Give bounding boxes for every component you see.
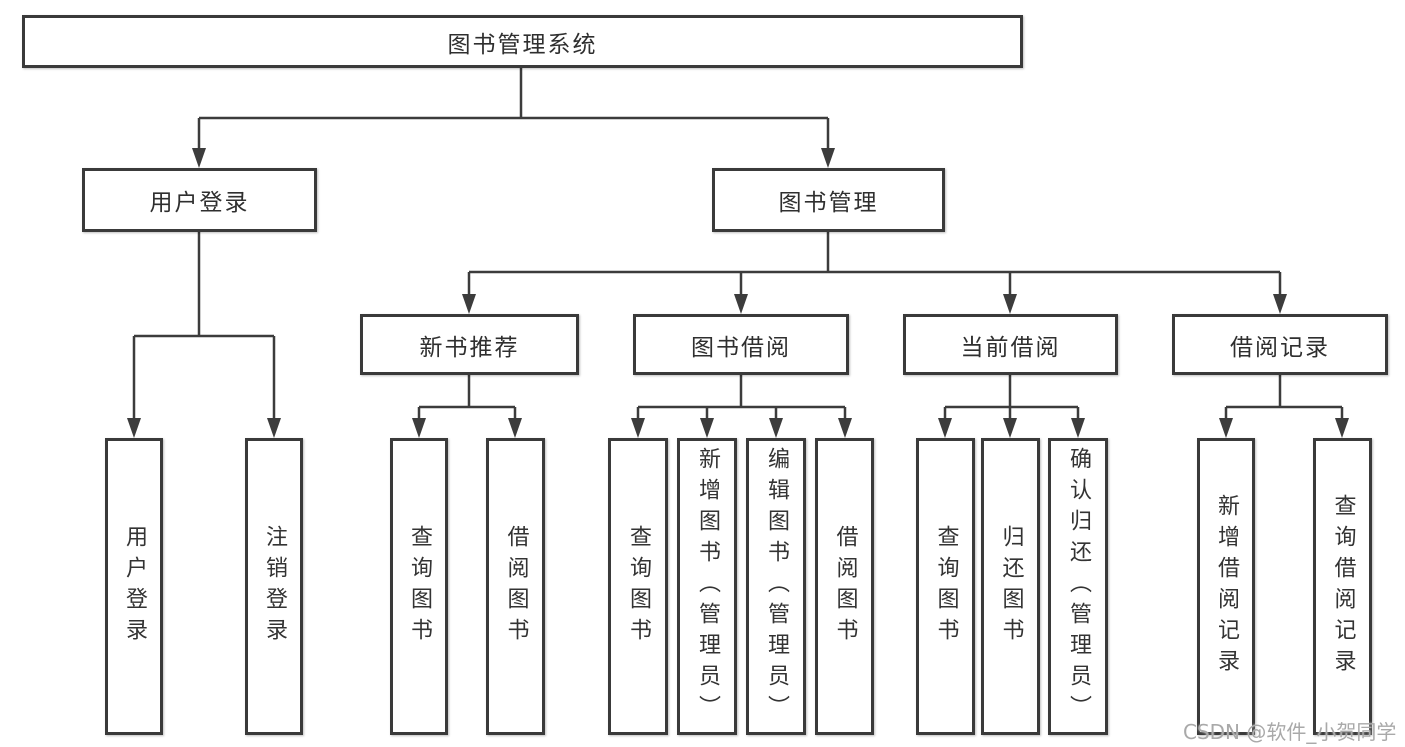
node-current-borrowing: 当前借阅 [903,314,1118,375]
leaf-return-books-label: 归还图书 [998,524,1024,649]
leaf-edit-books-admin-label: 编辑图书（管理员） [764,447,789,726]
node-borrowing-records: 借阅记录 [1172,314,1388,375]
node-book-management-label: 图书管理 [778,190,879,216]
leaf-add-books-admin: 新增图书（管理员） [677,438,737,735]
leaf-borrowing-query-books-label: 查询图书 [626,524,651,649]
node-book-borrowing-label: 图书借阅 [691,334,791,361]
node-borrowing-records-label: 借阅记录 [1230,334,1330,361]
leaf-logout-label: 注销登录 [262,524,287,649]
leaf-confirm-return-admin-label: 确认归还（管理员） [1066,447,1091,726]
leaf-borrowing-borrow-books-label: 借阅图书 [832,524,858,649]
leaf-edit-books-admin: 编辑图书（管理员） [746,438,806,735]
node-book-management: 图书管理 [712,168,945,232]
leaf-query-borrow-record-label: 查询借阅记录 [1330,493,1356,680]
leaf-query-borrow-record: 查询借阅记录 [1313,438,1372,735]
leaf-borrowing-borrow-books: 借阅图书 [815,438,874,735]
arrowheads [127,148,1349,438]
csdn-watermark: CSDN @软件_小贺同学 [1183,720,1397,744]
leaf-current-query-books-label: 查询图书 [933,524,959,649]
node-current-borrowing-label: 当前借阅 [960,334,1061,361]
leaf-recommend-borrow-books: 借阅图书 [486,438,545,735]
leaf-recommend-borrow-books-label: 借阅图书 [503,524,529,649]
leaf-logout: 注销登录 [245,438,303,735]
leaf-recommend-query-books: 查询图书 [390,438,448,735]
node-root-label: 图书管理系统 [447,31,598,58]
connector-paths [132,67,1344,422]
node-user-login-label: 用户登录 [149,190,250,216]
leaf-borrowing-query-books: 查询图书 [608,438,668,735]
node-new-book-recommend: 新书推荐 [360,314,579,375]
node-book-borrowing: 图书借阅 [633,314,849,375]
leaf-user-login: 用户登录 [105,438,163,735]
leaf-user-login-label: 用户登录 [122,524,147,649]
leaf-return-books: 归还图书 [981,438,1040,735]
node-user-login: 用户登录 [82,168,317,232]
node-root: 图书管理系统 [22,15,1023,68]
leaf-add-borrow-record-label: 新增借阅记录 [1214,493,1239,680]
node-new-book-recommend-label: 新书推荐 [419,334,520,361]
leaf-current-query-books: 查询图书 [916,438,975,735]
leaf-confirm-return-admin: 确认归还（管理员） [1048,438,1108,735]
leaf-recommend-query-books-label: 查询图书 [407,524,432,649]
leaf-add-books-admin-label: 新增图书（管理员） [695,447,720,726]
leaf-add-borrow-record: 新增借阅记录 [1197,438,1255,735]
